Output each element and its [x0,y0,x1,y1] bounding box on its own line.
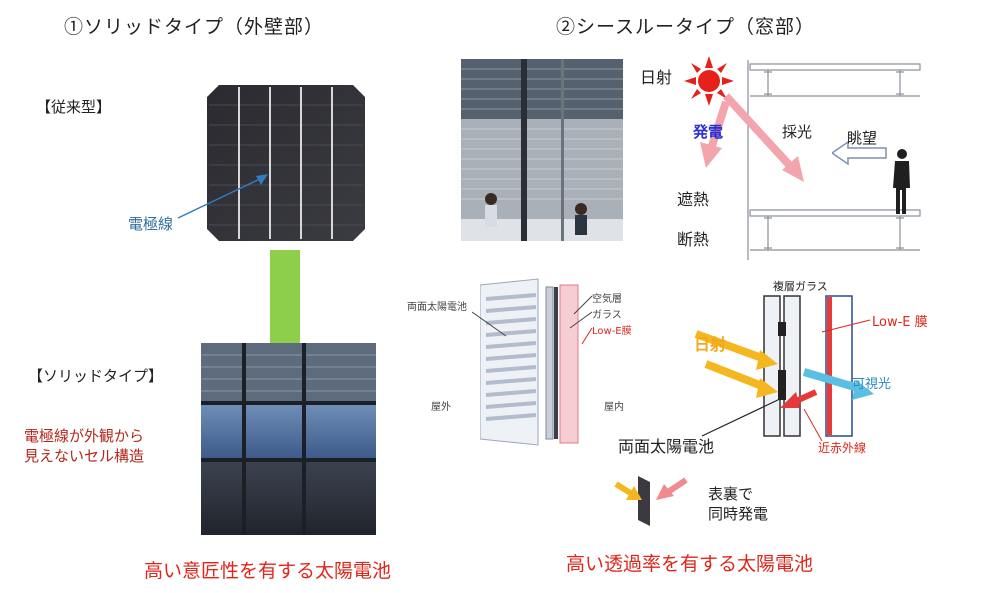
description-line-2: 見えないセル構造 [24,447,145,465]
left-heading: ①ソリッドタイプ（外壁部） [64,16,325,38]
visible-light-label: 可視光 [852,377,892,392]
double-glass-label: 複層ガラス [773,280,828,293]
right-heading: ②シースルータイプ（窓部） [556,16,816,38]
sun-label-2: 日射 [694,335,727,354]
light-arrows [700,93,804,182]
electrode-label: 電極線 [128,215,174,233]
conventional-solar-cell [207,85,365,241]
both-sides-line-2: 同時発電 [708,505,769,523]
bifacial-panel-pointer [471,311,507,337]
see-through-window-photo [461,59,623,241]
both-sides-line-1: 表裏で [708,485,754,503]
glass-label: ガラス [592,310,622,321]
bifacial-cell-pointer [701,397,783,437]
solid-type-label: 【ソリッドタイプ】 [28,367,164,385]
heat-block-label: 遮熱 [677,190,710,209]
lowe-label-small: Low-E膜 [592,326,632,337]
near-ir-label: 近赤外線 [818,441,867,455]
layer-pointers [569,295,593,345]
solid-description: 電極線が外観から 見えないセル構造 [24,426,144,466]
building-section-diagram [747,60,921,260]
view-arrow [832,140,887,166]
window-panel-diagram [480,278,579,446]
near-ir-pointer [803,408,823,442]
right-footer: 高い透過率を有する太陽電池 [566,553,814,575]
outside-label: 屋外 [431,402,451,413]
sunlight-label: 日射 [640,68,673,87]
description-line-1: 電極線が外観から [24,427,145,445]
conventional-label: 【従来型】 [36,98,112,116]
view-label: 眺望 [847,129,878,147]
bifacial-generation-icon [614,476,688,526]
sun-icon [684,56,734,106]
air-layer-label: 空気層 [592,294,622,305]
lowe-pointer [821,319,871,333]
solid-type-facade-photo [201,343,376,535]
bifacial-panel-label: 両面太陽電池 [407,302,467,313]
daylight-label: 採光 [782,123,813,141]
power-label: 発電 [693,123,724,141]
insulation-label: 断熱 [677,230,710,249]
left-footer: 高い意匠性を有する太陽電池 [144,560,392,582]
inside-label: 屋内 [604,402,624,413]
glass-light-arrows [694,330,874,408]
bifacial-cell-label: 両面太陽電池 [618,437,715,456]
lowe-label: Low-E 膜 [872,315,928,330]
electrode-pointer-arrow [177,174,268,219]
person-icon [893,149,910,214]
both-sides-text: 表裏で 同時発電 [708,484,768,524]
